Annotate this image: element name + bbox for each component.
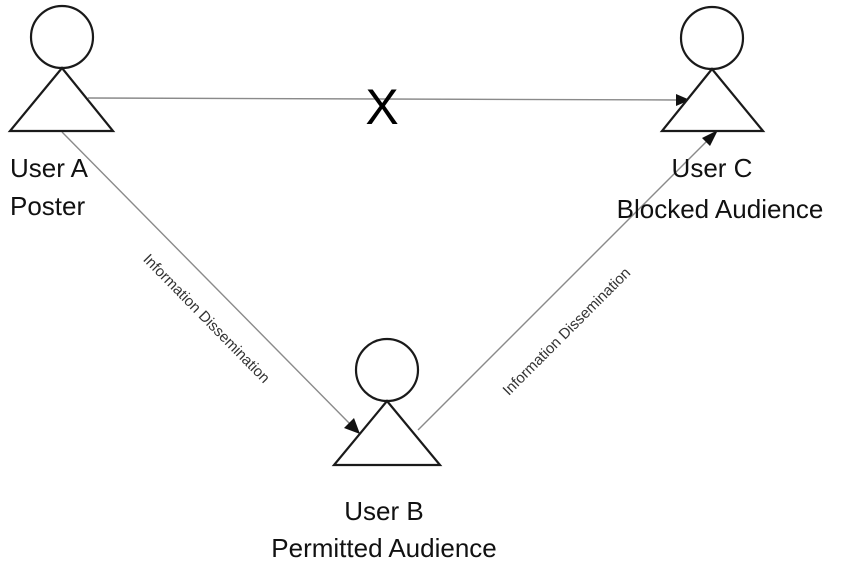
edge-a-to-b-label: Information Dissemination (139, 251, 272, 387)
user-a-name: User A (10, 153, 89, 183)
blocked-x-mark: X (365, 79, 398, 135)
user-c-head-icon (679, 5, 745, 71)
edge-b-to-c-arrowhead (702, 130, 718, 146)
edge-a-to-c-line (87, 97, 681, 101)
edge-a-to-c-arrowhead (676, 94, 690, 106)
user-b-name: User B (344, 496, 423, 526)
edge-a-to-b: Information Dissemination (61, 131, 360, 434)
actor-user-b: User B Permitted Audience (271, 337, 497, 563)
actor-user-c: User C Blocked Audience (617, 5, 824, 224)
edge-a-to-c: X (87, 79, 690, 135)
user-b-body-icon (331, 399, 443, 467)
edge-b-to-c-line (417, 137, 711, 431)
edge-a-to-b-arrowhead (344, 418, 360, 434)
edge-a-to-b-line (61, 131, 353, 427)
edge-b-to-c-label: Information Dissemination (499, 264, 634, 399)
actor-user-a: User A Poster (7, 4, 116, 221)
user-b-role: Permitted Audience (271, 533, 496, 563)
user-a-body-icon (7, 66, 116, 133)
user-a-role: Poster (10, 191, 85, 221)
user-a-head-icon (29, 4, 95, 70)
user-c-role: Blocked Audience (617, 194, 824, 224)
user-b-head-icon (354, 337, 420, 403)
user-c-body-icon (659, 67, 766, 133)
user-c-name: User C (672, 153, 753, 183)
